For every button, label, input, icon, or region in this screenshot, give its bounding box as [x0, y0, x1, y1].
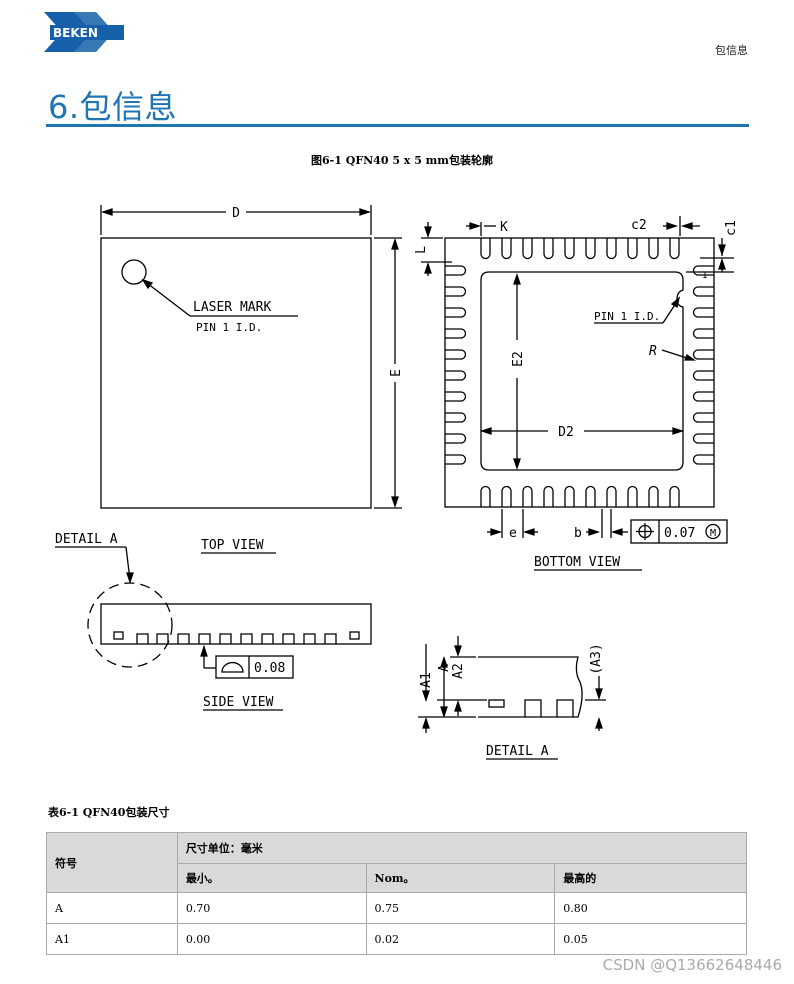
- dim-l-label: L: [414, 246, 429, 254]
- bottom-view-left-pads: [445, 265, 467, 465]
- header-section-label: 包信息: [715, 44, 748, 57]
- dim-r-label: R: [649, 344, 657, 359]
- dim-c2-label: c2: [631, 218, 647, 233]
- flatness-tolerance-frame: [215, 655, 294, 679]
- dim-d2-label: D2: [558, 425, 574, 440]
- header-symbol: 符号: [46, 832, 178, 893]
- watermark: CSDN @Q13662648446: [602, 956, 782, 974]
- cell-nom: 0.75: [365, 892, 556, 924]
- mmc-modifier-label: M: [710, 528, 716, 539]
- bottom-view-body: [444, 237, 715, 508]
- cell-symbol: A1: [46, 923, 178, 955]
- position-tolerance-value: 0.07: [664, 526, 695, 541]
- side-view-pads: [113, 631, 360, 644]
- profile-symbol-icon: [221, 661, 244, 673]
- dim-a-label: A: [437, 664, 452, 672]
- pin1-number: 1: [702, 271, 707, 281]
- detail-a-callout: DETAIL A: [55, 532, 118, 547]
- top-view: D E LASER MARK PIN 1 I.D. TOP VIEW: [100, 205, 404, 554]
- side-view: DETAIL A 0.08 SIDE VIEW: [55, 532, 372, 711]
- bottom-view-bottom-pads: [480, 485, 680, 507]
- table-row: A 0.70 0.75 0.80: [46, 892, 747, 924]
- header-min: 最小。: [176, 863, 367, 893]
- dim-a3-label: (A3): [589, 643, 604, 674]
- header-nom: Nom。: [365, 863, 556, 893]
- side-view-title: SIDE VIEW: [203, 695, 274, 710]
- dim-d-label: D: [232, 206, 240, 221]
- cell-min: 0.00: [176, 923, 367, 955]
- mmc-modifier-icon: [705, 523, 721, 540]
- bottom-view-right-pads: [692, 265, 714, 465]
- top-view-title: TOP VIEW: [201, 538, 264, 553]
- header-unit: 尺寸单位：毫米: [176, 832, 748, 864]
- laser-mark-label: LASER MARK: [193, 300, 271, 315]
- top-view-body: [100, 237, 372, 509]
- detail-a-view: A1 A A2 (A3) DETAIL A: [418, 636, 606, 760]
- bottom-view: 1 K c2 c1 L E2: [414, 216, 739, 571]
- bottom-view-title: BOTTOM VIEW: [534, 555, 620, 570]
- detail-a-corner-pad: [488, 699, 505, 708]
- dim-k-label: K: [500, 220, 508, 235]
- logo-text: BEKEN: [53, 26, 98, 40]
- section-title: 6.包信息: [48, 88, 178, 126]
- dim-e2-label: E2: [511, 351, 526, 367]
- exposed-pad: [480, 271, 684, 471]
- title-rule: [46, 124, 749, 127]
- header-max: 最高的: [554, 863, 747, 893]
- beken-logo: BEKEN: [44, 10, 128, 54]
- side-view-body: [100, 603, 372, 645]
- cell-min: 0.70: [176, 892, 367, 924]
- position-tolerance-frame: [630, 519, 728, 544]
- cell-nom: 0.02: [365, 923, 556, 955]
- beken-logo-mark: BEKEN: [44, 12, 124, 52]
- cell-max: 0.05: [554, 923, 747, 955]
- cell-max: 0.80: [554, 892, 747, 924]
- laser-mark-circle: [121, 259, 147, 285]
- pin1-id-label: PIN 1 I.D.: [196, 321, 262, 334]
- figure-caption: 图6-1 QFN40 5 x 5 mm包装轮廓: [311, 154, 493, 167]
- dim-e-label: E: [389, 369, 404, 377]
- flatness-value: 0.08: [254, 661, 285, 676]
- dim-e-pitch-label: e: [509, 526, 517, 541]
- dim-c1-label: c1: [724, 220, 739, 236]
- cell-symbol: A: [46, 892, 178, 924]
- detail-a-pad-2: [556, 699, 574, 717]
- pin1-id-bottom-label: PIN 1 I.D.: [594, 310, 660, 323]
- table-caption: 表6-1 QFN40包装尺寸: [48, 806, 170, 819]
- dimensions-table: 符号 尺寸单位：毫米 最小。 Nom。 最高的 A 0.70 0.75 0.80…: [46, 832, 748, 955]
- dim-a2-label: A2: [451, 663, 466, 679]
- bottom-view-top-pads: [480, 238, 680, 260]
- detail-a-title: DETAIL A: [486, 744, 549, 759]
- dim-a1-label: A1: [419, 672, 434, 688]
- detail-a-body: [478, 656, 583, 718]
- dim-b-label: b: [574, 526, 582, 541]
- package-outline-svg: D E LASER MARK PIN 1 I.D. TOP VIEW: [55, 205, 739, 760]
- package-outline-drawing: D E LASER MARK PIN 1 I.D. TOP VIEW: [0, 180, 794, 780]
- table-row: A1 0.00 0.02 0.05: [46, 923, 747, 955]
- detail-a-pad-1: [524, 699, 542, 717]
